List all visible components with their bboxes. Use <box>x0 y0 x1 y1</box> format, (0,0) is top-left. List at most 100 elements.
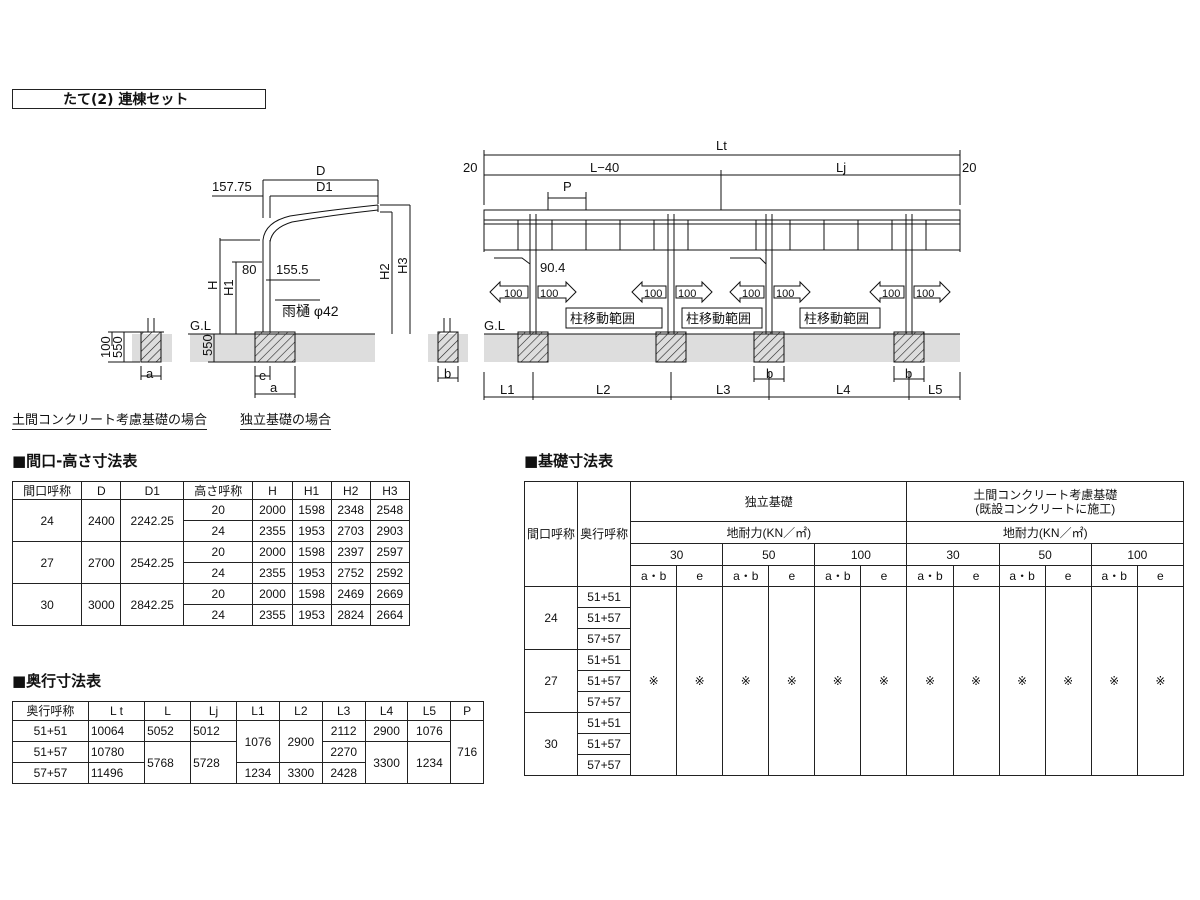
dim-offset: 157.75 <box>212 179 252 194</box>
cell-mark: ※ <box>814 586 862 776</box>
cell: 3300 <box>278 762 323 784</box>
th: Lj <box>190 701 238 721</box>
cell: 1234 <box>236 762 280 784</box>
cell-mark: ※ <box>1044 586 1092 776</box>
dim-L40: L−40 <box>590 160 619 175</box>
front-posts <box>529 214 913 334</box>
cell: 11496 <box>87 762 146 784</box>
cell: 1598 <box>291 499 332 521</box>
cell: 2355 <box>252 520 293 542</box>
gl-side: G.L <box>190 318 211 333</box>
cell: 30 <box>11 583 83 626</box>
move-arrows <box>489 280 951 304</box>
cell: 5728 <box>190 741 238 784</box>
arrow-100-8: 100 <box>916 288 934 300</box>
cell: 1953 <box>291 520 332 542</box>
th-sub: e <box>1136 565 1185 587</box>
front-footing-2 <box>655 331 687 363</box>
th: 奥行呼称 <box>12 701 89 721</box>
th-sub: e <box>860 565 908 587</box>
cell: 2469 <box>330 583 371 605</box>
cell: 2669 <box>369 583 411 605</box>
cell: 2270 <box>321 741 366 763</box>
th-okuyuki: 奥行呼称 <box>577 481 632 587</box>
th-sub: e <box>952 565 1000 587</box>
cell: 1076 <box>407 720 452 742</box>
dim-L3: L3 <box>716 382 730 397</box>
foundation-table: 間口呼称 奥行呼称 独立基礎 土間コンクリート考慮基礎(既設コンクリートに施工)… <box>523 481 1185 776</box>
cell: 24 <box>183 562 254 584</box>
th: L t <box>87 701 146 721</box>
cell: 2400 <box>81 499 122 542</box>
caption-dokuritsu: 独立基礎の場合 <box>240 413 332 430</box>
footing-doma <box>140 331 162 363</box>
range-2: 柱移動範囲 <box>686 311 751 326</box>
cell: 2428 <box>321 762 366 784</box>
cell-depth: 51+51 <box>577 649 632 671</box>
cell: 2900 <box>278 720 323 763</box>
th-doma: 土間コンクリート考慮基礎(既設コンクリートに施工) <box>906 481 1184 522</box>
cell: 51+57 <box>12 741 89 763</box>
roof-profile <box>262 204 379 241</box>
cell: 2242.25 <box>120 499 185 542</box>
th-taishoku: 地耐力(KN／㎡) <box>630 521 908 544</box>
th: H3 <box>369 481 411 500</box>
height-table: 間口呼称 D D1 高さ呼称 H H1 H2 H3 24 2400 2242.2… <box>11 481 411 626</box>
cell: 5052 <box>144 720 192 742</box>
dim-H1: H1 <box>221 279 236 296</box>
cell: 10064 <box>87 720 146 742</box>
dim-20-left: 20 <box>463 160 477 175</box>
ground-band-front <box>484 334 960 362</box>
dim-155: 155.5 <box>276 262 309 277</box>
cell: 2355 <box>252 604 293 626</box>
cell-mark: ※ <box>722 586 770 776</box>
cell: 1953 <box>291 604 332 626</box>
cell-maguchi: 30 <box>523 712 579 776</box>
th: P <box>450 701 484 721</box>
cell: 716 <box>450 720 484 784</box>
footing-dokuritsu <box>437 331 459 363</box>
arrow-100-3: 100 <box>644 288 662 300</box>
th-sub: a・b <box>630 565 678 587</box>
roof-ribs <box>517 220 927 250</box>
dim-20-right: 20 <box>962 160 976 175</box>
th: L5 <box>407 701 452 721</box>
th-sub: a・b <box>722 565 770 587</box>
th-strength: 50 <box>998 543 1092 566</box>
dim-P: P <box>563 179 572 194</box>
cell: 2548 <box>369 499 411 521</box>
cell-depth: 51+51 <box>577 712 632 734</box>
cell-depth: 51+57 <box>577 607 632 629</box>
th: L1 <box>236 701 280 721</box>
cell: 2112 <box>321 720 366 742</box>
arrow-100-4: 100 <box>678 288 696 300</box>
caption-doma: 土間コンクリート考慮基礎の場合 <box>12 413 208 430</box>
cell: 3000 <box>81 583 122 626</box>
cell-depth: 57+57 <box>577 754 632 776</box>
cell: 1598 <box>291 541 332 563</box>
page-title: たて(2) 連棟セット <box>12 89 266 109</box>
dim-D1: D1 <box>316 179 333 194</box>
cell-mark: ※ <box>860 586 908 776</box>
cell: 1076 <box>236 720 280 763</box>
cell: 20 <box>183 583 254 605</box>
front-footing-4 <box>893 331 925 363</box>
cell-mark: ※ <box>906 586 954 776</box>
cell: 3300 <box>364 741 409 784</box>
th: L3 <box>321 701 366 721</box>
cell: 24 <box>183 604 254 626</box>
cell: 24 <box>11 499 83 542</box>
cell: 5768 <box>144 741 192 784</box>
cell-depth: 51+57 <box>577 670 632 692</box>
cell-mark: ※ <box>952 586 1000 776</box>
dim-H2: H2 <box>377 263 392 280</box>
dim-L5: L5 <box>928 382 942 397</box>
arrow-100-6: 100 <box>776 288 794 300</box>
dim-H3: H3 <box>395 257 410 274</box>
cell: 2703 <box>330 520 371 542</box>
th-sub: a・b <box>998 565 1046 587</box>
cell-mark: ※ <box>1136 586 1185 776</box>
cell: 2000 <box>252 499 293 521</box>
th: 間口呼称 <box>11 481 83 500</box>
th: L2 <box>278 701 323 721</box>
